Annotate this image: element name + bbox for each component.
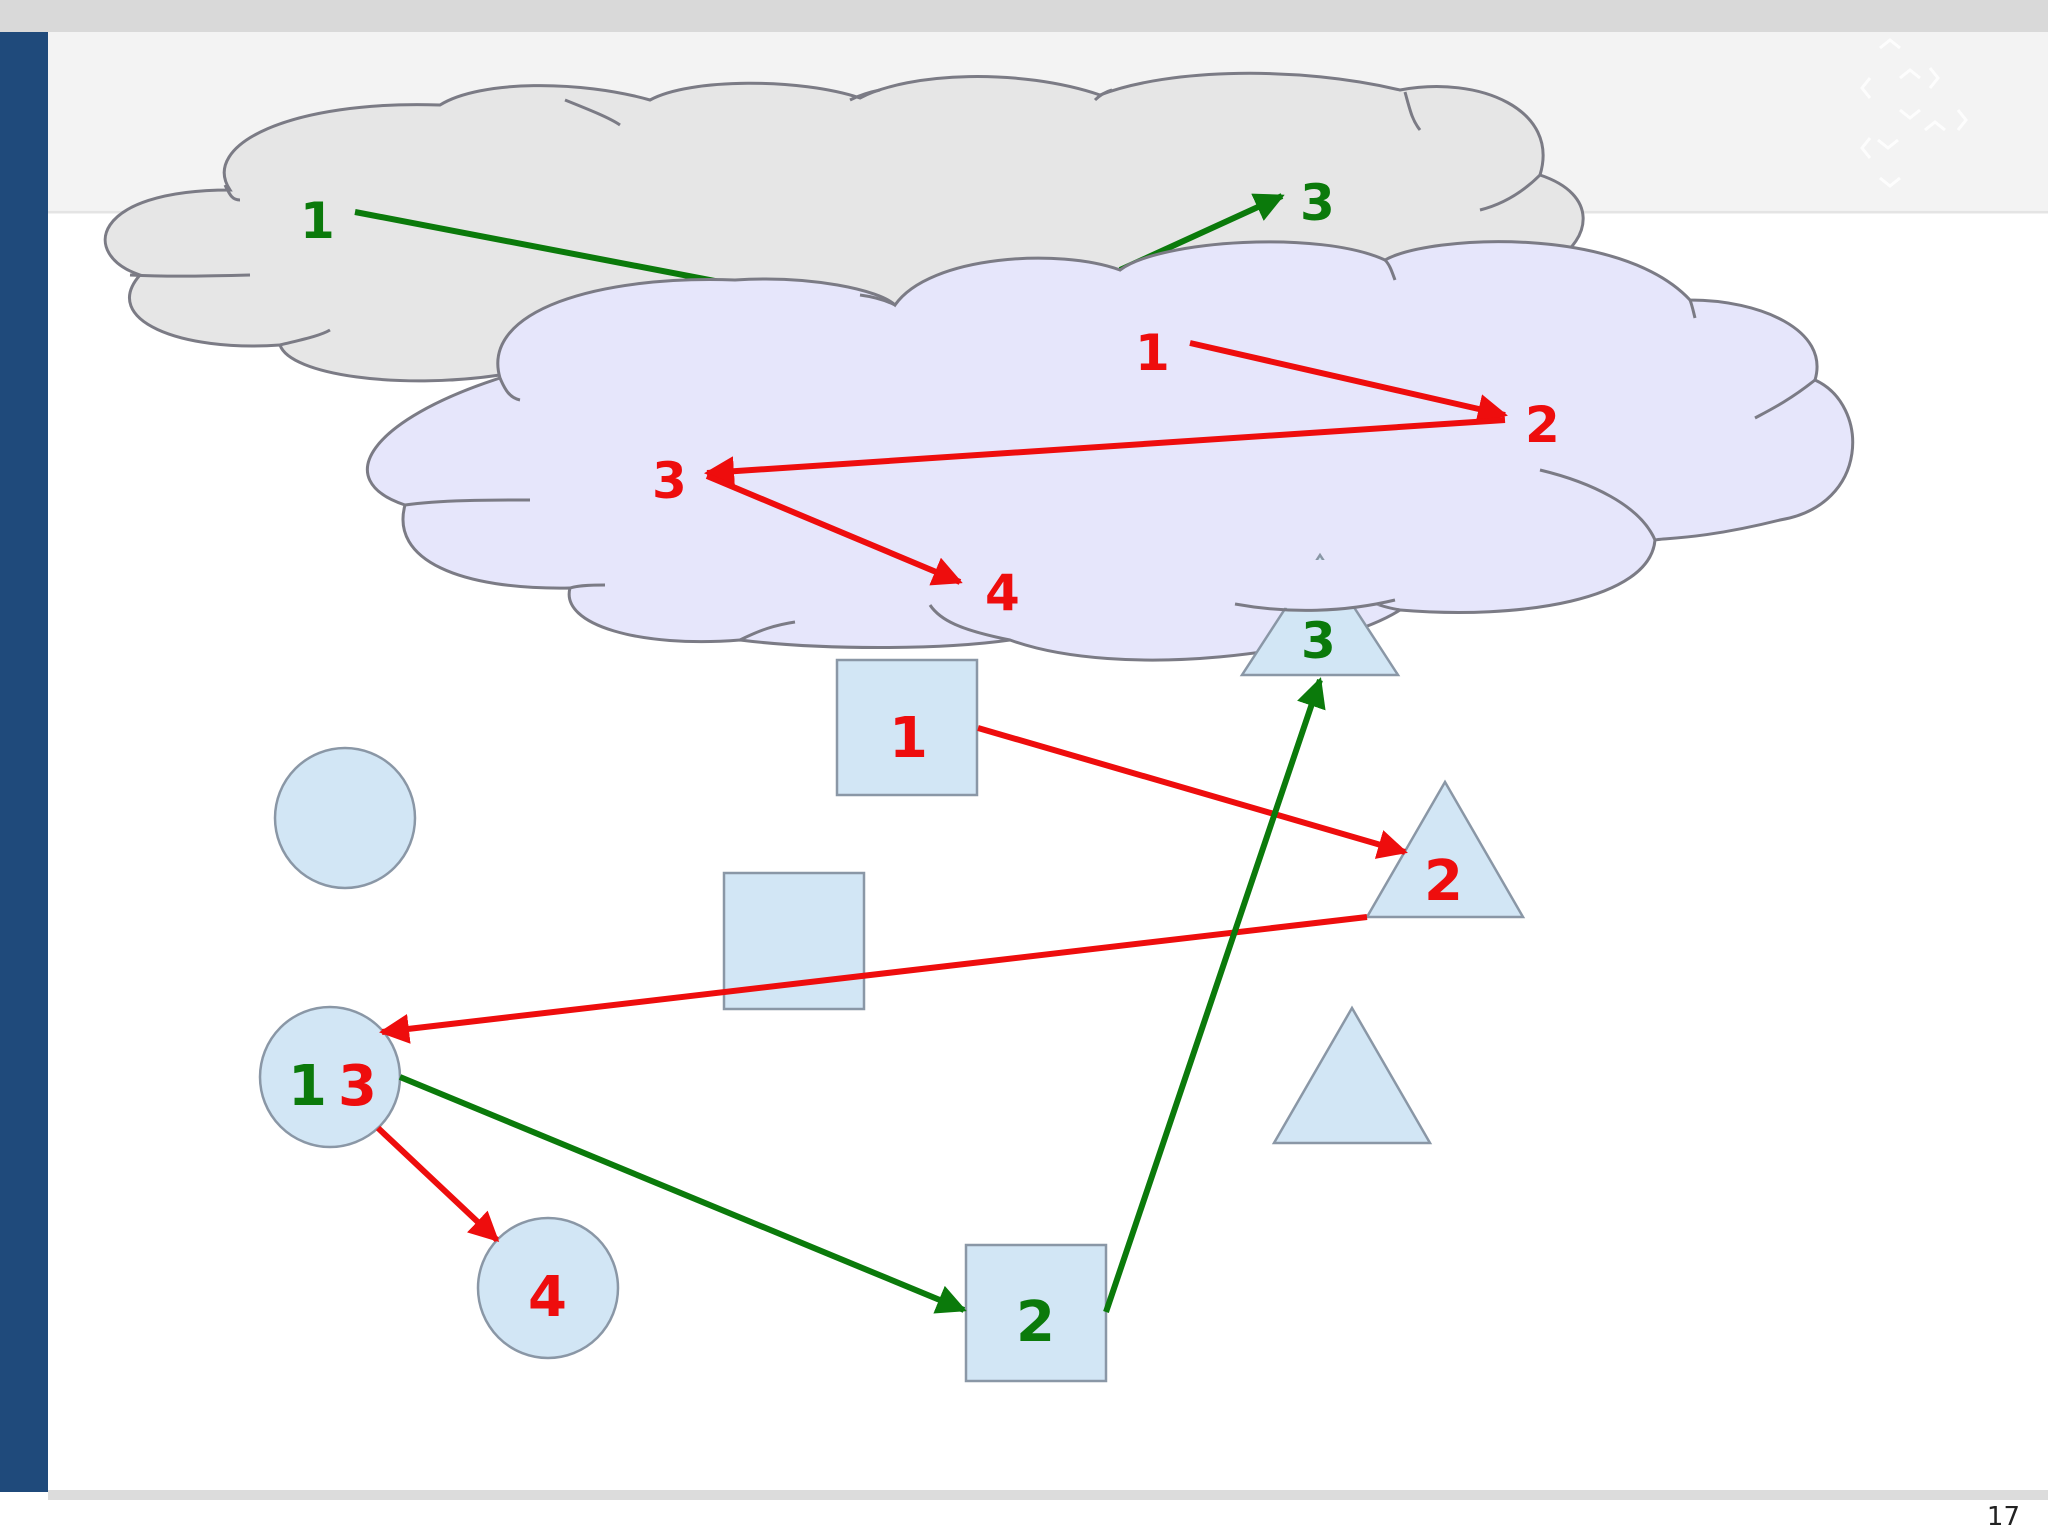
gray-cloud-label-1: 1 [300,192,335,250]
green-arrow-circle13-to-square2 [398,1074,967,1314]
triangle-2-label: 2 [1424,849,1463,914]
red-arrow-square1-to-triangle2 [977,725,1408,859]
circle-4 [476,1216,620,1360]
red-arrow-triangle2-to-circle13 [379,914,1368,1044]
lavender-cloud-arrow-3-to-4 [705,473,963,586]
lavender-cloud-arrow-1-to-2 [1189,340,1508,424]
lavender-cloud-label-1: 1 [1135,324,1170,382]
circle-4-label: 4 [528,1265,567,1330]
square-2-label: 2 [1016,1290,1055,1355]
gray-cloud-arrow-1-to-2 [354,209,721,285]
left-sidebar-bar [0,32,48,1492]
square-1-label: 1 [889,706,928,771]
triangle-bottom-right [1271,1005,1433,1145]
circle-1-3-red-label: 3 [338,1054,377,1119]
circle-1-3 [258,1005,402,1149]
lavender-cloud-shape [365,240,1855,662]
circle-1-3-green-label: 1 [288,1054,327,1119]
triangle-3-cloud-overlap [1230,560,1380,610]
bottom-band [48,1490,2048,1500]
lavender-cloud-label-2: 2 [1525,396,1560,454]
header-logo-icon [1860,38,1968,188]
page-number: 17 [1986,1502,2020,1532]
lavender-cloud-label-4: 4 [985,564,1020,622]
top-band [0,0,2048,32]
square-2 [964,1243,1108,1383]
lavender-cloud-label-3: 3 [652,452,687,510]
triangle-3 [1239,552,1401,677]
gray-cloud-label-3: 3 [1300,174,1335,232]
square-1 [835,658,979,797]
triangle-3-cloud-edge [1234,598,1396,612]
triangle-3-label: 3 [1301,612,1336,670]
circle-top-left [273,746,417,890]
red-arrow-circle13-to-circle4 [375,1125,500,1243]
lavender-cloud [365,240,1855,662]
green-arrow-square2-to-triangle3 [1103,677,1326,1313]
lavender-cloud-arrow-2-to-3 [704,417,1506,487]
